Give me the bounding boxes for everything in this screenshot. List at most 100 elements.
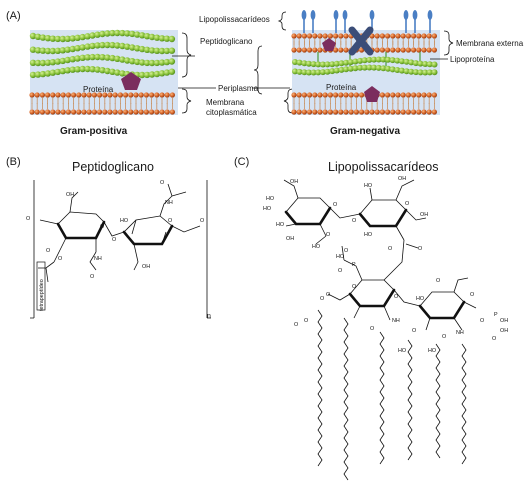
peptidoglycan-bead (114, 69, 121, 76)
svg-text:O: O (405, 201, 409, 207)
lipid-head (338, 47, 344, 53)
peptidoglycan-bead (357, 57, 364, 64)
peptidoglycan-bead (124, 30, 131, 37)
peptidoglycan-bead (109, 41, 116, 49)
lipid-head (164, 92, 170, 98)
lipid-head (369, 109, 375, 115)
lipid-head (317, 109, 323, 115)
lipid-head (322, 92, 328, 98)
svg-text:O: O (470, 292, 474, 298)
peptidoglycan-bead (371, 56, 377, 63)
peptidoglycan-bead (99, 54, 106, 61)
svg-text:HO: HO (312, 244, 320, 250)
peptidoglycan-bead (403, 68, 410, 75)
lipid-head (343, 33, 349, 39)
peptidoglycan-bead (153, 34, 161, 41)
peptidoglycan-bead (129, 44, 136, 51)
peptidoglycan-bead (315, 61, 322, 68)
peptidoglycan-bead (371, 64, 377, 71)
peptidoglycan-bead (104, 41, 111, 49)
acyl-chain (317, 309, 323, 467)
lipid-head (34, 109, 40, 115)
peptidoglycan-bead (89, 53, 96, 61)
peptidoglycan-bead (148, 59, 156, 67)
peptidoglycan-bead (319, 69, 326, 76)
lipid-head (307, 33, 313, 39)
gram-negative-label: Gram-negativa (330, 126, 400, 137)
lipid-head (369, 33, 375, 39)
peptidoglycan-bead (99, 67, 106, 74)
lipid-head (364, 109, 370, 115)
protein-label-left: Proteína (83, 85, 114, 94)
lipid-head (312, 92, 318, 98)
lipid-head (29, 109, 35, 115)
lipid-head (133, 92, 139, 98)
peptidoglycan-bead (138, 59, 146, 66)
gram-negative-envelope (291, 10, 440, 115)
lipid-head (421, 33, 427, 39)
peptidoglycan-bead (34, 47, 42, 54)
lipid-head (327, 92, 333, 98)
lipid-head (312, 33, 318, 39)
peptidoglycan-bead (94, 66, 101, 73)
peptidoglycan-bead (153, 70, 161, 78)
peptidoglycan-bead (94, 53, 101, 61)
peptidoglycan-bead (143, 46, 151, 53)
svg-text:OH: OH (142, 264, 150, 270)
lipid-head (50, 109, 56, 115)
lipid-head (395, 92, 401, 98)
peptidoglycan-bead (119, 70, 126, 77)
lipid-head (353, 109, 359, 115)
peptidoglycan-bead (54, 68, 61, 76)
panel-b-letter: (B) (6, 156, 21, 168)
svg-text:O: O (294, 322, 298, 328)
peptidoglycan-bead (398, 67, 405, 74)
peptidoglycan-bead (315, 69, 322, 76)
peptidoglycan-bead (347, 59, 354, 66)
lipid-head (45, 109, 51, 115)
gram-negative-peptidoglycan-layer (292, 56, 438, 76)
outer-membrane-label: Membrana externa (456, 39, 524, 48)
lipid-head (327, 33, 333, 39)
peptidoglycan-bead (412, 60, 419, 67)
membrane-label-line2: citoplasmática (206, 108, 257, 117)
peptidoglycan-bead (29, 59, 37, 66)
svg-text:O: O (370, 326, 374, 332)
lipid-head (426, 47, 432, 53)
peptidoglycan-bead (385, 56, 391, 63)
svg-text:O: O (394, 294, 398, 300)
lipid-head (307, 109, 313, 115)
lipid-head (379, 33, 385, 39)
peptidoglycan-bead (44, 47, 52, 55)
lipid-head (117, 109, 123, 115)
lps-chain-tip (412, 10, 418, 20)
lipid-head (81, 109, 87, 115)
lipid-head (343, 109, 349, 115)
lipid-head (338, 92, 344, 98)
lps-chain-tip (403, 10, 409, 20)
svg-text:O: O (352, 218, 356, 224)
peptidoglycan-bead (39, 34, 47, 41)
porin-cross (348, 26, 374, 56)
gram-positive-label: Gram-positiva (60, 126, 128, 137)
lipid-head (374, 47, 380, 53)
svg-text:HO: HO (364, 232, 372, 238)
lipid-head (348, 109, 354, 115)
svg-text:O: O (326, 232, 330, 238)
lipid-head (291, 33, 297, 39)
gram-negative-protein-shape (364, 86, 380, 102)
lipid-head (400, 109, 406, 115)
lipid-head (55, 109, 61, 115)
lipid-head (390, 47, 396, 53)
lipid-head (395, 47, 401, 53)
peptidoglycan-bead (324, 68, 331, 75)
lipid-head (431, 33, 437, 39)
lipid-head (307, 47, 313, 53)
lipid-head (34, 92, 40, 98)
peptidoglycan-bead (64, 35, 71, 42)
lps-structure: HO HO HO OH OH HO O O O HO OH HO O OH O … (263, 176, 508, 481)
acyl-chain (407, 339, 413, 461)
lipid-head (169, 109, 175, 115)
peptidoglycan-bead (375, 56, 382, 63)
